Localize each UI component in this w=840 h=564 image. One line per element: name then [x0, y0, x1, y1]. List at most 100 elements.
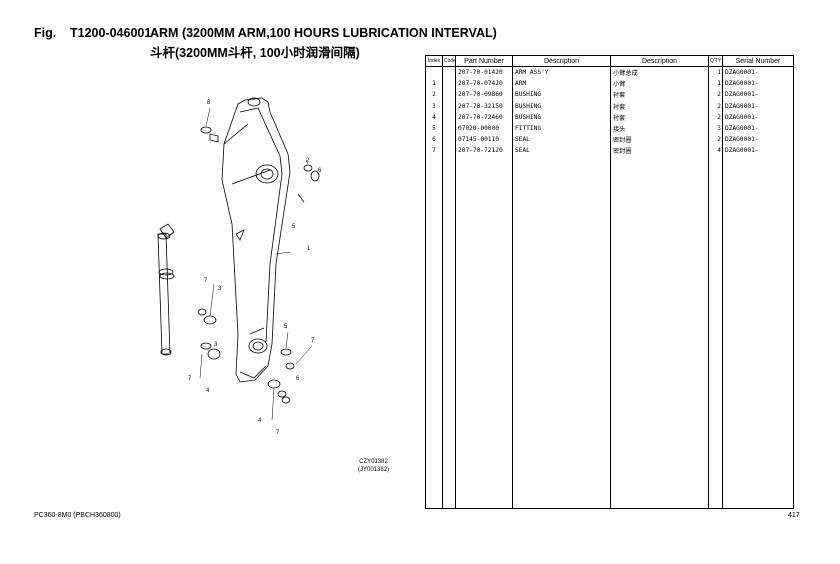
cell-desc-cn: 衬套	[610, 89, 709, 101]
table-header-row: Index Code Part Number Description Descr…	[425, 55, 794, 67]
table-row: 4 207-70-72460 BUSHING 衬套 2 DZAG0001-	[425, 111, 794, 123]
cell-code	[442, 100, 456, 112]
cell-index: 5	[425, 122, 443, 135]
table-divider	[708, 55, 709, 509]
callout-7c: 7	[188, 376, 192, 382]
cell-part-number: 207-70-72460	[455, 111, 513, 123]
cell-code	[442, 145, 456, 157]
cell-desc-cn: 密封圈	[610, 145, 709, 157]
callout-7d: 7	[276, 430, 280, 434]
cell-serial: DZAG0001-	[722, 78, 794, 90]
cell-desc-cn: 衬套	[610, 100, 709, 112]
table-divider	[512, 55, 513, 509]
pin-assembly-drawing	[157, 223, 175, 356]
table-divider	[610, 55, 611, 509]
footer-model: PC360-8M0 (PBCH360800)	[34, 512, 121, 519]
page-subtitle: 斗杆(3200MM斗杆, 100小时润滑间隔)	[150, 46, 360, 60]
col-code: Code	[442, 55, 456, 67]
cell-qty: 2	[708, 100, 723, 112]
cell-desc-cn: 小臂总成	[610, 66, 709, 79]
cell-qty: 2	[708, 134, 723, 146]
table-row: 5 07020-00000 FITTING 接头 3 DZAG0001-	[425, 122, 794, 135]
cell-code	[442, 134, 456, 146]
callout-numbers: 8 2 6 5 1 7 3 5 7 7 4 3 6 4 7	[188, 100, 322, 434]
callout-6: 6	[318, 168, 322, 174]
callout-3b: 3	[214, 342, 218, 348]
cell-index: 4	[425, 111, 443, 123]
leader-lines	[199, 107, 313, 421]
diagram-code-main: CZY01382	[359, 459, 388, 465]
cell-serial: DZAG0001-	[722, 145, 794, 157]
callout-7b: 7	[311, 338, 315, 344]
small-parts-drawing	[197, 126, 320, 404]
cell-desc-en: SEAL	[512, 134, 611, 146]
callout-7: 7	[204, 278, 208, 284]
col-serial: Serial Number	[722, 55, 794, 67]
cell-desc-en: BUSHING	[512, 89, 611, 101]
cell-serial: DZAG0001-	[722, 89, 794, 101]
cell-part-number: 207-70-09860	[455, 89, 513, 101]
cell-index	[425, 66, 443, 79]
fig-label: Fig.	[34, 26, 57, 40]
cell-desc-en: BUSHING	[512, 111, 611, 123]
cell-part-number: 207-70-32150	[455, 100, 513, 112]
cell-code	[442, 78, 456, 90]
callout-5: 5	[292, 224, 296, 230]
col-part-number: Part Number	[455, 55, 513, 67]
callout-6b: 6	[296, 376, 300, 382]
table-divider	[442, 55, 443, 509]
cell-code	[442, 89, 456, 101]
cell-index: 2	[425, 89, 443, 101]
cell-code	[442, 122, 456, 135]
table-border-left	[425, 55, 426, 509]
cell-desc-en: ARM ASS'Y	[512, 66, 611, 79]
callout-1: 1	[307, 246, 311, 252]
cell-desc-en: BUSHING	[512, 100, 611, 112]
col-index: Index	[425, 55, 443, 67]
callout-4b: 4	[258, 418, 262, 424]
cell-qty: 1	[708, 66, 723, 79]
cell-qty: 4	[708, 145, 723, 157]
diagram-code-alt: (JY001382)	[358, 467, 390, 473]
callout-4: 4	[206, 388, 210, 394]
fig-code: T1200-046001	[70, 26, 152, 40]
cell-part-number: 207-70-01420	[455, 66, 513, 79]
table-border-right	[793, 55, 794, 509]
cell-desc-en: SEAL	[512, 145, 611, 157]
cell-desc-en: ARM	[512, 78, 611, 90]
cell-desc-en: FITTING	[512, 122, 611, 135]
cell-serial: DZAG0001-	[722, 100, 794, 112]
cell-qty: 1	[708, 78, 723, 90]
cell-desc-cn: 接头	[610, 122, 709, 135]
cell-serial: DZAG0001-	[722, 66, 794, 79]
callout-5b: 5	[284, 324, 288, 330]
page-title: ARM (3200MM ARM,100 HOURS LUBRICATION IN…	[150, 26, 497, 40]
cell-desc-cn: 衬套	[610, 111, 709, 123]
parts-table: Index Code Part Number Description Descr…	[425, 55, 794, 157]
col-description-cn: Description	[610, 55, 709, 67]
callout-8: 8	[207, 100, 211, 106]
diagram-code: CZY01382 (JY001382)	[358, 458, 389, 474]
col-description-en: Description	[512, 55, 611, 67]
page-header: Fig. T1200-046001ARM (3200MM ARM,100 HOUR…	[34, 26, 497, 61]
cell-serial: DZAG0001-	[722, 134, 794, 146]
callout-2: 2	[306, 158, 310, 164]
cell-code	[442, 66, 456, 79]
exploded-parts-diagram: 8 2 6 5 1 7 3 5 7 7 4 3 6 4 7	[157, 97, 322, 434]
table-divider	[455, 55, 456, 509]
cell-qty: 3	[708, 122, 723, 135]
table-divider	[722, 55, 723, 509]
page-number: 417	[788, 512, 800, 519]
cell-qty: 2	[708, 89, 723, 101]
cell-index: 3	[425, 100, 443, 112]
cell-part-number: 07020-00000	[455, 122, 513, 135]
cell-code	[442, 111, 456, 123]
cell-index: 1	[425, 78, 443, 90]
cell-part-number: 207-70-07420	[455, 78, 513, 90]
cell-serial: DZAG0001-	[722, 122, 794, 135]
col-qty: Q'TY	[708, 55, 723, 67]
cell-qty: 2	[708, 111, 723, 123]
cell-serial: DZAG0001-	[722, 111, 794, 123]
cell-part-number: 207-70-72120	[455, 145, 513, 157]
callout-3: 3	[218, 286, 222, 292]
